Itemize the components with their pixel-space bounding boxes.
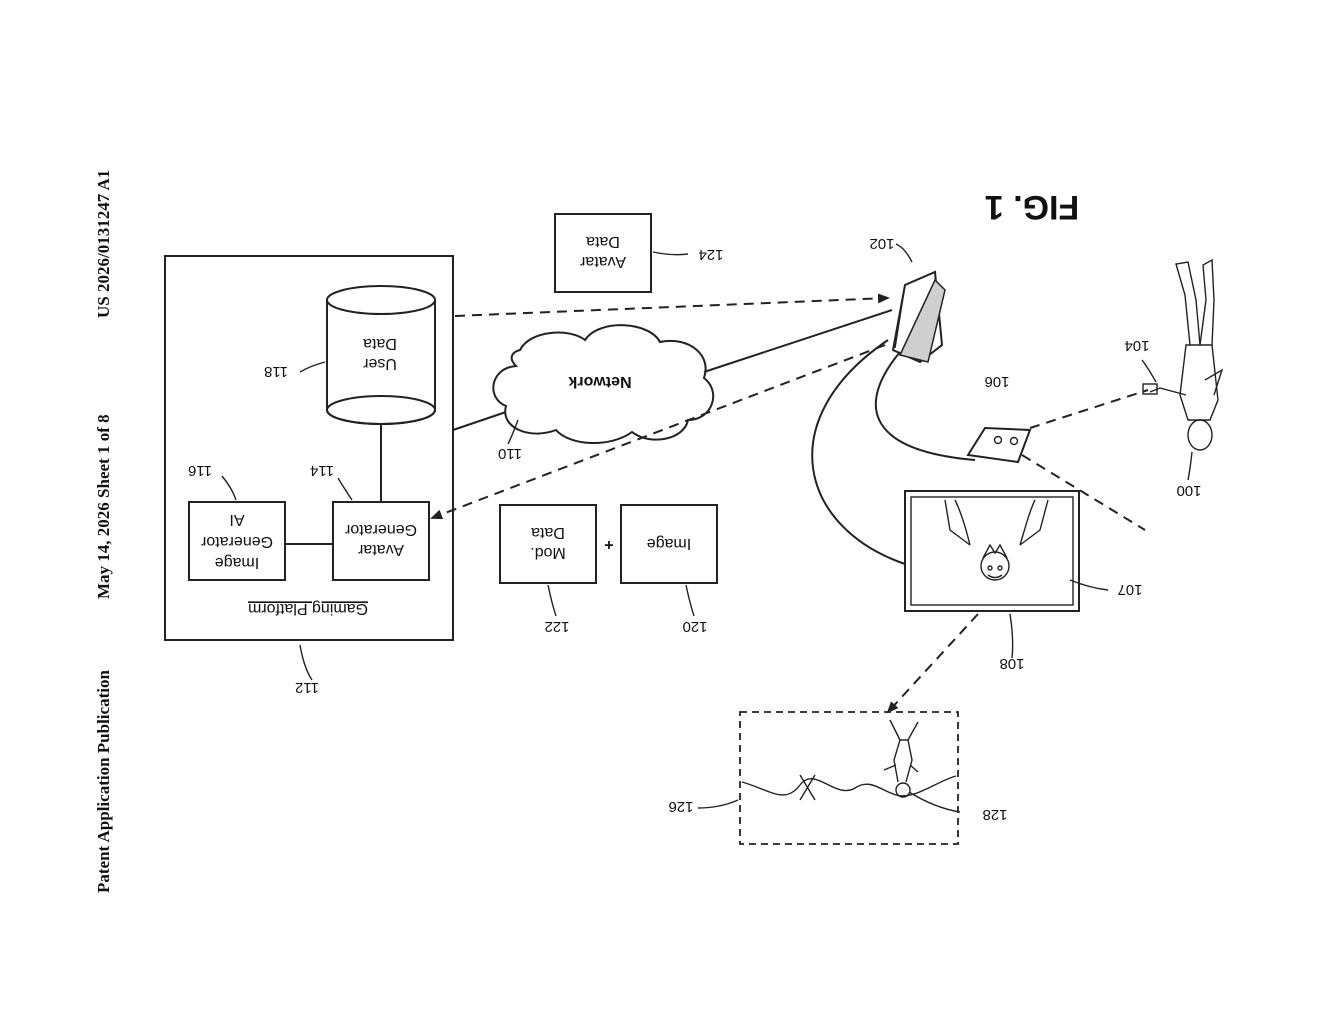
- link-network-device: [704, 310, 892, 372]
- cable-device-display: [812, 340, 908, 565]
- link-platform-network: [453, 412, 506, 430]
- leader-122: [548, 585, 556, 616]
- leader-102: [896, 244, 912, 262]
- scene-avatar: [884, 720, 918, 797]
- user-person: [1143, 260, 1222, 450]
- ref-118: 118: [264, 363, 288, 380]
- ref-122: 122: [544, 618, 569, 635]
- image-label: Image: [647, 535, 692, 552]
- ref-120: 120: [682, 618, 707, 635]
- cable-device-camera: [876, 352, 975, 460]
- leader-108: [1010, 614, 1013, 658]
- ref-107: 107: [1117, 581, 1142, 598]
- ref-112: 112: [295, 679, 319, 696]
- leader-104: [1142, 360, 1156, 382]
- avatar-generator-box: [333, 502, 429, 580]
- leader-124: [653, 252, 688, 255]
- ref-126: 126: [668, 798, 693, 815]
- avatar-generator-label-1: Avatar: [357, 541, 404, 558]
- ref-104: 104: [1124, 337, 1149, 354]
- image-generator-label-3: AI: [229, 511, 244, 528]
- client-device: [893, 272, 945, 362]
- controller-signal-line: [1030, 390, 1148, 428]
- ref-110: 110: [498, 445, 522, 462]
- scene-box: [740, 712, 958, 844]
- image-generator-label-2: Generator: [200, 533, 273, 550]
- ref-114: 114: [310, 462, 334, 479]
- arrow-userdata-to-device: [455, 298, 888, 316]
- avatar-generator-label-2: Generator: [344, 521, 417, 538]
- arrow-display-to-scene: [888, 614, 978, 712]
- leader-120: [686, 585, 694, 616]
- leader-128: [909, 792, 960, 812]
- display-outer: [905, 491, 1079, 611]
- leader-100: [1188, 452, 1192, 480]
- figure-title: FIG. 1: [985, 188, 1079, 226]
- leader-112: [300, 645, 312, 680]
- mod-data-label-2: Data: [531, 524, 565, 541]
- image-generator-label-1: Image: [215, 554, 260, 571]
- avatar-data-box: [555, 214, 651, 292]
- ref-116: 116: [188, 462, 212, 479]
- scene-terrain: [742, 776, 956, 796]
- camera-device: [968, 428, 1030, 462]
- leader-126: [698, 800, 738, 808]
- avatar-data-label-2: Data: [586, 233, 620, 250]
- gaming-platform-label: Gaming Platform: [248, 600, 368, 617]
- ref-106: 106: [984, 373, 1009, 390]
- avatar-data-label-1: Avatar: [579, 253, 626, 270]
- mod-data-box: [500, 505, 596, 583]
- network-label: Network: [568, 373, 631, 390]
- plus-sign: +: [604, 536, 613, 553]
- user-data-label-2: Data: [363, 335, 397, 352]
- ref-100: 100: [1176, 482, 1201, 499]
- ref-108: 108: [999, 655, 1024, 672]
- ref-128: 128: [982, 806, 1007, 823]
- user-data-database: [327, 286, 435, 424]
- ref-102: 102: [869, 235, 894, 252]
- ref-124: 124: [698, 246, 723, 263]
- user-data-label-1: User: [362, 355, 396, 372]
- mod-data-label-1: Mod.: [530, 544, 566, 561]
